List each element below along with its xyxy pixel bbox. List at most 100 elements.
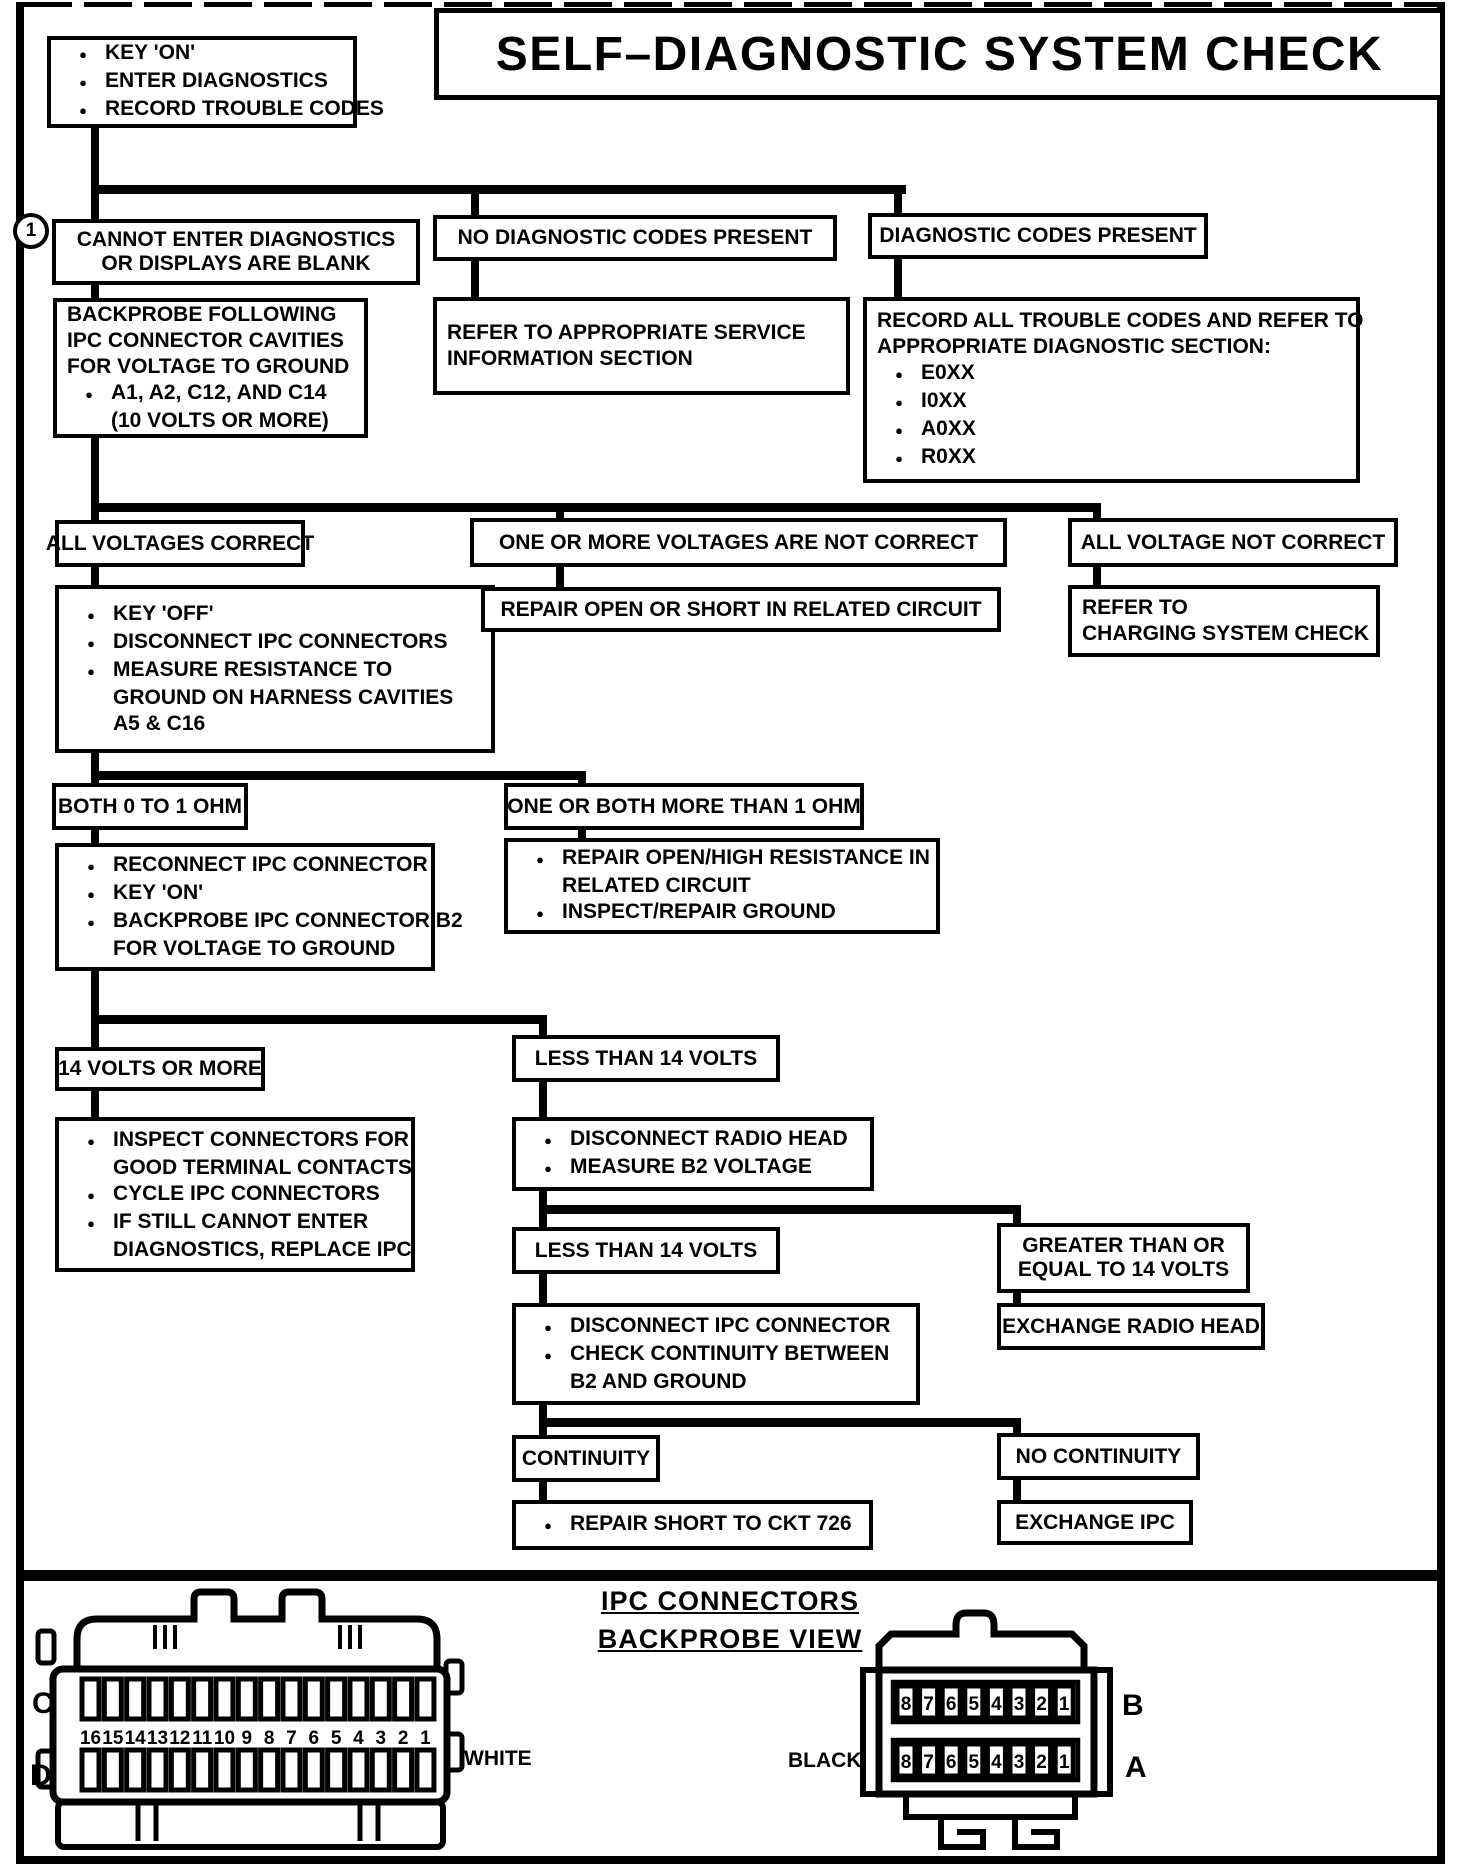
pin-cell-row-d (235, 1747, 258, 1793)
flow-box-row: INSPECT CONNECTORS FOR (69, 1127, 409, 1155)
pin-cell-row-b (1007, 1683, 1031, 1721)
flow-box-text: DISCONNECT IPC CONNECTORS (113, 630, 448, 653)
flow-connector-line (91, 1024, 99, 1047)
pin-cell-row-c (347, 1676, 370, 1722)
pin-number: 2 (398, 1728, 409, 1749)
flow-box-text: DIAGNOSTIC CODES PRESENT (879, 224, 1197, 247)
flow-box-text: INFORMATION SECTION (447, 347, 693, 370)
flow-box-text: CHECK CONTINUITY BETWEEN (570, 1342, 890, 1365)
pin-cell-row-c (191, 1676, 214, 1722)
flow-box-text: CONTINUITY (521, 1446, 651, 1470)
flow-box-both-0-to-1-ohm: BOTH 0 TO 1 OHM (52, 783, 248, 830)
pin-number: 8 (901, 1694, 912, 1715)
bullet-icon (69, 1209, 113, 1237)
bullet-icon (69, 657, 113, 685)
flow-box-disconnect-radio-head: DISCONNECT RADIO HEADMEASURE B2 VOLTAGE (512, 1117, 874, 1191)
connector-ear (35, 1628, 57, 1666)
flow-box-text: EQUAL TO 14 VOLTS (1017, 1258, 1230, 1281)
flow-box-row: A5 & C16 (113, 711, 481, 737)
flow-connector-line (539, 1024, 547, 1035)
pin-number: 3 (376, 1728, 387, 1749)
flow-box-less-than-14-volts-2: LESS THAN 14 VOLTS (512, 1227, 780, 1274)
pin-cell-row-a (1030, 1741, 1054, 1779)
flow-connector-line (1013, 1214, 1021, 1223)
flow-box-text: A0XX (921, 417, 976, 440)
flow-connector-line (539, 1205, 1021, 1214)
pin-cell-row-d (280, 1747, 303, 1793)
page-border-left (16, 2, 24, 1864)
flow-box-inspect-connectors: INSPECT CONNECTORS FOR GOOD TERMINAL CONT… (55, 1117, 415, 1272)
flow-connector-line (1093, 512, 1101, 518)
bullet-icon (518, 899, 562, 927)
pin-cell-row-d (146, 1747, 169, 1793)
flow-box-text: ALL VOLTAGE NOT CORRECT (1080, 530, 1386, 554)
pin-cell-row-d (347, 1747, 370, 1793)
flow-box-row: BACKPROBE FOLLOWING (67, 302, 354, 328)
flow-box-row: A1, A2, C12, AND C14 (67, 380, 354, 408)
pin-cell-row-d (168, 1747, 191, 1793)
pin-cell-row-a (1007, 1741, 1031, 1779)
flow-connector-line (91, 567, 99, 585)
pin-number: 4 (353, 1728, 364, 1749)
bullet-icon (526, 1341, 570, 1369)
flow-box-text: OR DISPLAYS ARE BLANK (101, 252, 371, 275)
flow-box-text: INSPECT CONNECTORS FOR (113, 1127, 409, 1151)
bullet-icon (67, 380, 111, 408)
flow-connector-line (539, 1482, 547, 1500)
flow-box-row: REFER TO APPROPRIATE SERVICE (447, 320, 836, 346)
pin-number: 9 (242, 1728, 253, 1749)
pin-cell-row-c (325, 1676, 348, 1722)
flow-connector-line (91, 285, 99, 298)
flow-box-text: CYCLE IPC CONNECTORS (113, 1181, 380, 1205)
flow-box-text: RECONNECT IPC CONNECTOR (113, 853, 428, 876)
pin-number: 6 (946, 1752, 957, 1773)
flow-connector-line (894, 259, 902, 297)
flow-box-text: INSPECT/REPAIR GROUND (562, 900, 836, 923)
bullet-icon (61, 96, 105, 124)
pin-number: 11 (192, 1728, 213, 1749)
bullet-icon (526, 1126, 570, 1154)
flow-box-text: MEASURE RESISTANCE TO (113, 658, 393, 681)
flow-box-row: REPAIR SHORT TO CKT 726 (526, 1511, 859, 1539)
bullet-icon (526, 1154, 570, 1182)
pin-cell-row-d (101, 1747, 124, 1793)
page-border-bottom (16, 1856, 1445, 1864)
flow-box-text: RECORD TROUBLE CODES (105, 97, 384, 120)
flow-box-exchange-ipc: EXCHANGE IPC (997, 1500, 1193, 1545)
row-label-a: A (1125, 1751, 1147, 1784)
flow-box-row: DISCONNECT IPC CONNECTOR (526, 1313, 906, 1341)
pin-cell-row-c (79, 1676, 102, 1722)
flow-box-text: APPROPRIATE DIAGNOSTIC SECTION: (877, 335, 1271, 358)
pin-number: 4 (991, 1694, 1002, 1715)
flow-connector-line (91, 438, 99, 503)
pin-number: 10 (214, 1728, 235, 1749)
pin-number: 7 (923, 1694, 934, 1715)
flow-box-row: RECORD TROUBLE CODES (61, 96, 384, 124)
flow-box-row: GOOD TERMINAL CONTACTS (113, 1155, 412, 1181)
flow-box-text: BACKPROBE FOLLOWING (67, 303, 337, 326)
flow-box-text: CANNOT ENTER DIAGNOSTICS (76, 228, 396, 251)
flow-box-row: DISCONNECT RADIO HEAD (526, 1126, 860, 1154)
row-label-b: B (1122, 1689, 1144, 1722)
page-border-right (1437, 2, 1445, 1864)
pin-cell-row-c (369, 1676, 392, 1722)
flow-box-row: A0XX (877, 416, 1346, 444)
pin-cell-row-d (392, 1747, 415, 1793)
flow-box-text: NO DIAGNOSTIC CODES PRESENT (457, 226, 813, 249)
pin-number: 7 (923, 1752, 934, 1773)
pin-number: 8 (264, 1728, 275, 1749)
flow-box-start: KEY 'ON'ENTER DIAGNOSTICSRECORD TROUBLE … (47, 36, 384, 128)
flow-box-row: RECORD ALL TROUBLE CODES AND REFER TO (877, 308, 1364, 334)
flow-box-reconnect-backprobe: RECONNECT IPC CONNECTORKEY 'ON'BACKPROBE… (55, 843, 463, 971)
flow-connector-line (91, 971, 99, 1015)
flow-box-text: GROUND ON HARNESS CAVITIES (113, 686, 454, 709)
flow-box-row: (10 VOLTS OR MORE) (111, 408, 354, 434)
flow-box-text: I0XX (921, 389, 967, 412)
flow-box-text: EXCHANGE IPC (1015, 1510, 1175, 1534)
flow-connector-line (1013, 1293, 1021, 1303)
connector-section-heading: IPC CONNECTORS (600, 1586, 860, 1616)
